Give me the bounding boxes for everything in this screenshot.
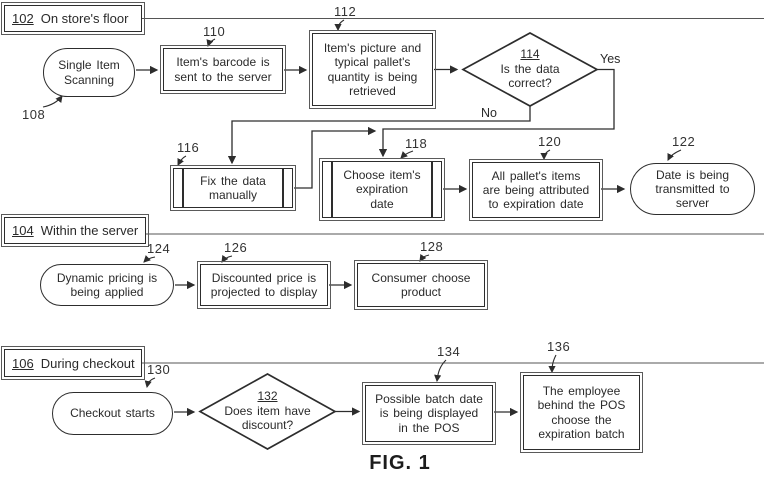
- section-header-on-stores-floor: 102 On store's floor: [1, 2, 145, 35]
- node-picture-quantity-retrieved: Item's picture and typical pallet's quan…: [309, 30, 436, 109]
- ref-136: 136: [547, 339, 571, 354]
- ref-110: 110: [203, 24, 226, 39]
- ref-128: 128: [420, 239, 444, 254]
- node-consumer-choose-product: Consumer choose product: [354, 260, 488, 310]
- node-batch-date-displayed: Possible batch date is being displayed i…: [362, 382, 496, 445]
- node-decision-item-discount: 132 Does item have discount?: [207, 382, 328, 440]
- diamond-data-correct: [461, 32, 599, 107]
- edge-yes-to-choose-date: [378, 68, 615, 158]
- ref-118: 118: [405, 136, 428, 151]
- section-header-during-checkout: 106 During checkout: [1, 346, 145, 380]
- figure-caption: FIG. 1: [369, 452, 431, 474]
- ref-134: 134: [437, 344, 461, 359]
- section-title: During checkout: [40, 355, 135, 371]
- diamond-item-discount: [198, 373, 337, 450]
- ref-112: 112: [334, 4, 357, 19]
- ref-126: 126: [224, 240, 248, 255]
- section-header-within-server: 104 Within the server: [1, 214, 149, 247]
- section-title: Within the server: [40, 223, 139, 238]
- node-dynamic-pricing: Dynamic pricing is being applied: [40, 264, 174, 306]
- ref-114: 114: [520, 47, 540, 62]
- node-discounted-price-display: Discounted price is projected to display: [197, 261, 331, 309]
- decision-question: Is the data correct?: [500, 61, 560, 91]
- edge-no-to-fix-data: [227, 106, 531, 165]
- node-pallet-items-attributed: All pallet's items are being attributed …: [469, 159, 603, 221]
- branch-label-yes: Yes: [600, 52, 621, 66]
- ref-122: 122: [672, 134, 696, 149]
- node-checkout-starts: Checkout starts: [52, 392, 173, 435]
- ref-130: 130: [147, 362, 171, 377]
- ref-124: 124: [147, 241, 171, 256]
- node-decision-data-correct: 114 Is the data correct?: [468, 40, 592, 98]
- decision-diamonds: [198, 32, 599, 450]
- section-ref: 102: [12, 11, 34, 26]
- section-ref: 104: [12, 223, 34, 238]
- branch-label-no: No: [481, 106, 497, 120]
- node-date-transmitted: Date is being transmitted to server: [630, 163, 755, 215]
- reference-leaders: [42, 19, 682, 389]
- section-ref: 106: [12, 355, 34, 371]
- ref-108: 108: [22, 107, 46, 122]
- edge-fix-to-choose-date: [294, 126, 377, 189]
- flow-connectors: [136, 65, 626, 417]
- ref-120: 120: [538, 134, 562, 149]
- node-employee-choose-batch: The employee behind the POS choose the e…: [520, 372, 643, 453]
- ref-116: 116: [177, 140, 200, 155]
- section-divider-lines: [142, 17, 764, 364]
- ref-132: 132: [257, 389, 278, 404]
- section-title: On store's floor: [40, 11, 129, 26]
- node-fix-data-manually: Fix the data manually: [170, 165, 296, 211]
- decision-question: Does item have discount?: [224, 403, 311, 433]
- node-single-item-scanning: Single Item Scanning: [43, 48, 135, 97]
- node-barcode-sent: Item's barcode is sent to the server: [160, 45, 286, 94]
- node-choose-expiration-date: Choose item's expiration date: [319, 158, 445, 221]
